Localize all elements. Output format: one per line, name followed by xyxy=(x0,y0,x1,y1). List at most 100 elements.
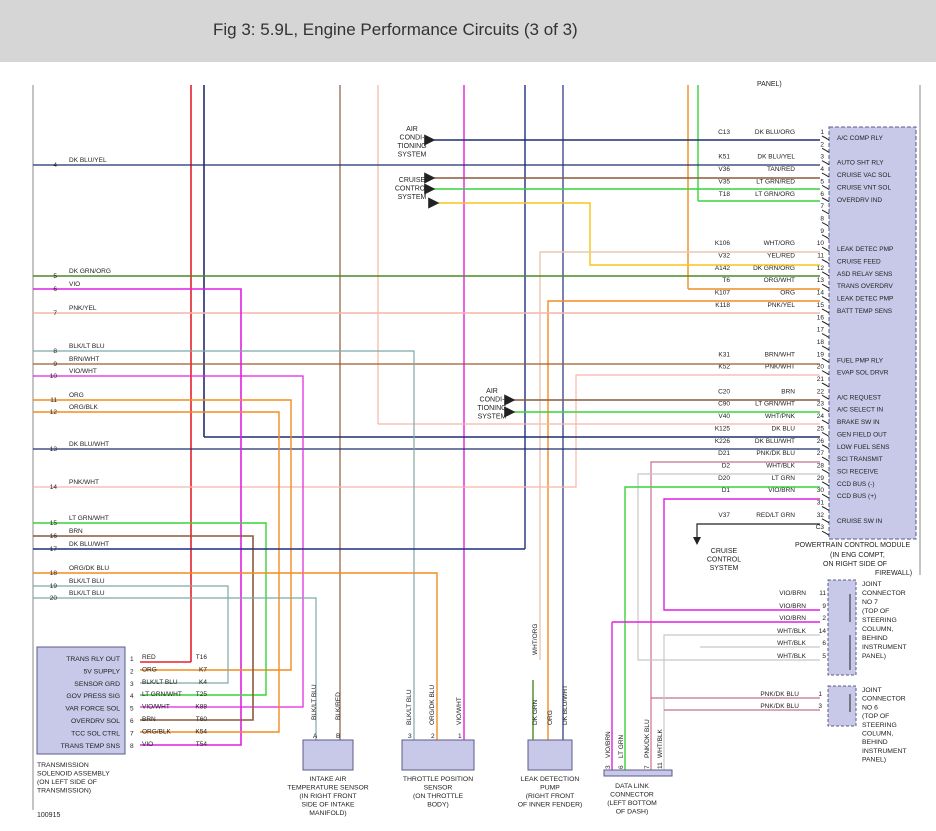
dlc-caption-line: (LEFT BOTTOM xyxy=(607,800,657,807)
pcm-pin-label: LEAK DETEC PMP xyxy=(837,246,893,253)
pcm-pin-number: 1 xyxy=(820,129,824,136)
transmission-circuit-id: K7 xyxy=(199,666,207,673)
jc6-wire-color: PNK/DK BLU xyxy=(760,691,799,698)
pcm-pin-number: 2 xyxy=(820,141,824,148)
transmission-pin-label: GOV PRESS SIG xyxy=(66,693,120,700)
pcm-location-2: ON RIGHT SIDE OF xyxy=(823,561,887,568)
system-label-line: SYSTEM xyxy=(398,194,427,201)
iat-caption-line: MANIFOLD) xyxy=(309,810,346,817)
transmission-circuit-id: T16 xyxy=(196,654,208,661)
pcm-pin-terminal xyxy=(821,481,830,487)
pcm-pin-terminal xyxy=(821,370,830,376)
pcm-wire-color: RED/LT GRN xyxy=(756,512,795,519)
ldp-wire-color: DK GRN xyxy=(532,699,539,725)
pcm-pin-terminal xyxy=(821,296,830,301)
pcm-pin-label: AUTO SHT RLY xyxy=(837,160,884,167)
system-label-line: CRUISE xyxy=(711,548,738,555)
tps-box xyxy=(401,739,475,771)
transmission-circuit-id: K4 xyxy=(199,679,207,686)
pcm-pin-number: 21 xyxy=(817,376,825,383)
wire-left-12 xyxy=(33,411,280,733)
left-wire-color: DK BLU/YEL xyxy=(69,157,107,164)
pcm-pin-terminal xyxy=(821,493,830,499)
dlc-pin-number: 6 xyxy=(618,765,625,769)
pcm-wire-color: VIO/BRN xyxy=(768,487,795,494)
pcm-wire-color: DK BLU/WHT xyxy=(755,438,795,445)
wire-pin14 xyxy=(547,300,820,740)
iat-caption-line: INTAKE AIR xyxy=(310,776,347,783)
pcm-circuit-id: T6 xyxy=(722,277,730,284)
pcm-circuit-id: K226 xyxy=(715,438,731,445)
tps-pin-number: 2 xyxy=(431,733,435,740)
wire-dlc-11 xyxy=(663,634,820,770)
transmission-wire-color: RED xyxy=(142,654,156,661)
left-pin-number: 13 xyxy=(50,446,58,453)
pcm-location-1: (IN ENG COMPT, xyxy=(830,552,885,559)
pcm-wire-color: LT GRN/ORG xyxy=(755,191,795,198)
transmission-pin-label: VAR FORCE SOL xyxy=(65,706,120,713)
jc7-pin-number: 9 xyxy=(822,603,826,610)
pcm-circuit-id: V35 xyxy=(718,178,730,185)
transmission-pin-number: 1 xyxy=(130,656,134,663)
pcm-pin-terminal xyxy=(821,135,830,141)
jc7-caption-line: CONNECTOR xyxy=(862,590,906,597)
pcm-pin-label: A/C SELECT IN xyxy=(837,407,883,414)
transmission-circuit-id: T25 xyxy=(196,691,208,698)
transmission-circuit-id: K54 xyxy=(195,728,207,735)
jc7-caption-line: COLUMN, xyxy=(862,626,893,633)
jc7-wire-color: VIO/BRN xyxy=(779,615,806,622)
left-wire-color: ORG/DK BLU xyxy=(69,565,109,572)
left-pin-number: 16 xyxy=(50,533,58,540)
pcm-pin-label: LOW FUEL SENS xyxy=(837,444,890,451)
jc6-wire-color: PNK/DK BLU xyxy=(760,703,799,710)
jc6-caption-line: NO 6 xyxy=(862,704,878,711)
left-wire-color: DK BLU/WHT xyxy=(69,441,109,448)
pcm-circuit-id: V32 xyxy=(718,253,730,260)
ldp-wire-color: ORG xyxy=(547,710,554,725)
pcm-circuit-id: V36 xyxy=(718,166,730,173)
transmission-box xyxy=(36,646,126,755)
panel-top-label: PANEL) xyxy=(757,81,782,88)
pcm-location-3: FIREWALL) xyxy=(875,570,912,577)
pcm-wire-color: WHT/ORG xyxy=(764,240,795,247)
left-pin-number: 7 xyxy=(53,310,57,317)
jc6-pin-number: 3 xyxy=(818,703,822,710)
wire-pin30 xyxy=(663,498,820,611)
transmission-pin-number: 6 xyxy=(130,718,134,725)
pcm-wire-color: LT GRN/RED xyxy=(756,178,795,185)
pcm-pin-terminal xyxy=(821,382,830,388)
left-pin-number: 5 xyxy=(53,273,57,280)
ldp-box xyxy=(527,739,573,771)
pcm-name: POWERTRAIN CONTROL MODULE xyxy=(795,542,910,549)
pcm-pin-label: CCD BUS (+) xyxy=(837,493,876,500)
left-wire-color: BLK/LT BLU xyxy=(69,578,105,585)
transmission-pin-number: 3 xyxy=(130,681,134,688)
pcm-circuit-id: K107 xyxy=(715,290,731,297)
transmission-pin-number: 5 xyxy=(130,706,134,713)
iat-pin-letter: B xyxy=(336,733,340,740)
pcm-pin-terminal xyxy=(821,184,830,190)
dlc-caption-line: CONNECTOR xyxy=(610,792,654,799)
wire-left-6 xyxy=(33,288,242,746)
dlc-box xyxy=(603,769,673,777)
system-label-line: CONDI- xyxy=(400,135,426,142)
pcm-wire-color: LT GRN xyxy=(772,475,796,482)
jc6-box xyxy=(827,685,857,727)
dlc-caption-line: OF DASH) xyxy=(616,809,648,816)
pcm-pin-number: 19 xyxy=(817,351,825,358)
pcm-pin-number: 27 xyxy=(817,450,825,457)
pcm-pin-terminal xyxy=(821,518,830,524)
iat-caption-line: (IN RIGHT FRONT xyxy=(299,793,356,800)
system-label-line: TIONING xyxy=(477,405,506,412)
pcm-pin-terminal xyxy=(821,234,830,240)
pcm-wire-color: DK GRN/ORG xyxy=(753,265,795,272)
left-pin-number: 4 xyxy=(53,162,57,169)
left-pin-number: 17 xyxy=(50,546,58,553)
pcm-pin-number: 25 xyxy=(817,425,825,432)
ldp-caption-line: (RIGHT FRONT xyxy=(526,793,575,800)
